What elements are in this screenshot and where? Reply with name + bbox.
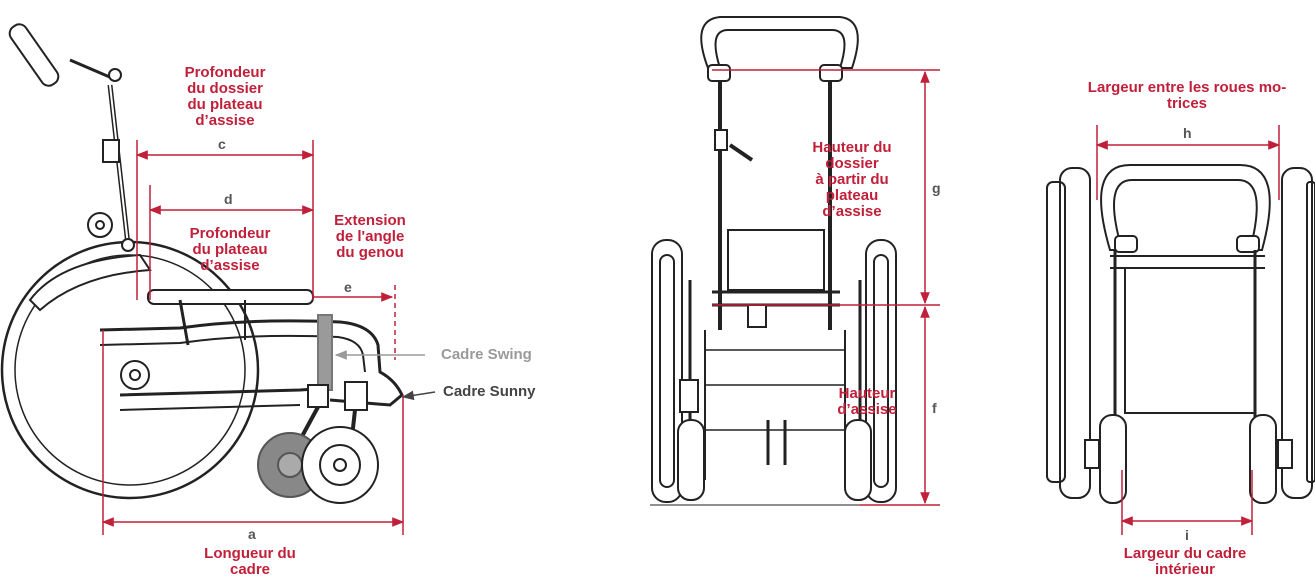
side-view-wheelchair [0,23,404,504]
label-sunny-frame: Cadre Sunny [443,383,536,400]
side-push-handle [8,23,60,87]
front-view-wheelchair [650,16,900,506]
front-dimension-lines [712,69,940,506]
front-push-handle [700,16,859,69]
front-caster-right [844,419,872,501]
back-wheel-left [1059,167,1091,499]
label-frame-length: Longueur du cadre [204,545,296,578]
letter-h: h [1183,125,1192,141]
letter-e: e [344,279,352,295]
label-swing-frame: Cadre Swing [441,346,532,363]
side-mudguard [28,253,152,312]
label-width-between-wheels: Largeur entre les roues mo- trices [1087,79,1287,112]
label-seat-height: Hauteur d’assise [837,385,897,418]
back-seat-panel [1124,267,1256,414]
label-inner-frame-width: Largeur du cadre intérieur [1123,545,1247,578]
letter-d: d [224,191,233,207]
side-frame-swing [317,314,333,391]
letter-a: a [248,526,256,542]
back-dimension-lines [1095,125,1281,535]
front-caster-left [677,419,705,501]
side-dimension-lines [101,140,405,535]
back-wheel-right [1281,167,1313,499]
label-seat-depth: Profondeur du plateau d’assise [189,225,271,274]
label-knee-angle-extension: Extension de l'angle du genou [334,212,406,261]
back-view-wheelchair [1046,164,1315,504]
label-seat-back-depth: Profondeur du dossier du plateau d’assis… [184,64,266,129]
front-backrest [727,229,825,291]
letter-c: c [218,136,226,152]
letter-g: g [932,180,941,196]
side-seat-plate [147,289,314,305]
label-backrest-height: Hauteur du dossier à partir du plateau d… [812,139,892,220]
side-frame-sunny [99,319,404,407]
letter-f: f [932,400,937,416]
letter-i: i [1185,527,1189,543]
sunny-pointer-line [401,390,436,401]
back-caster-right [1249,414,1277,504]
